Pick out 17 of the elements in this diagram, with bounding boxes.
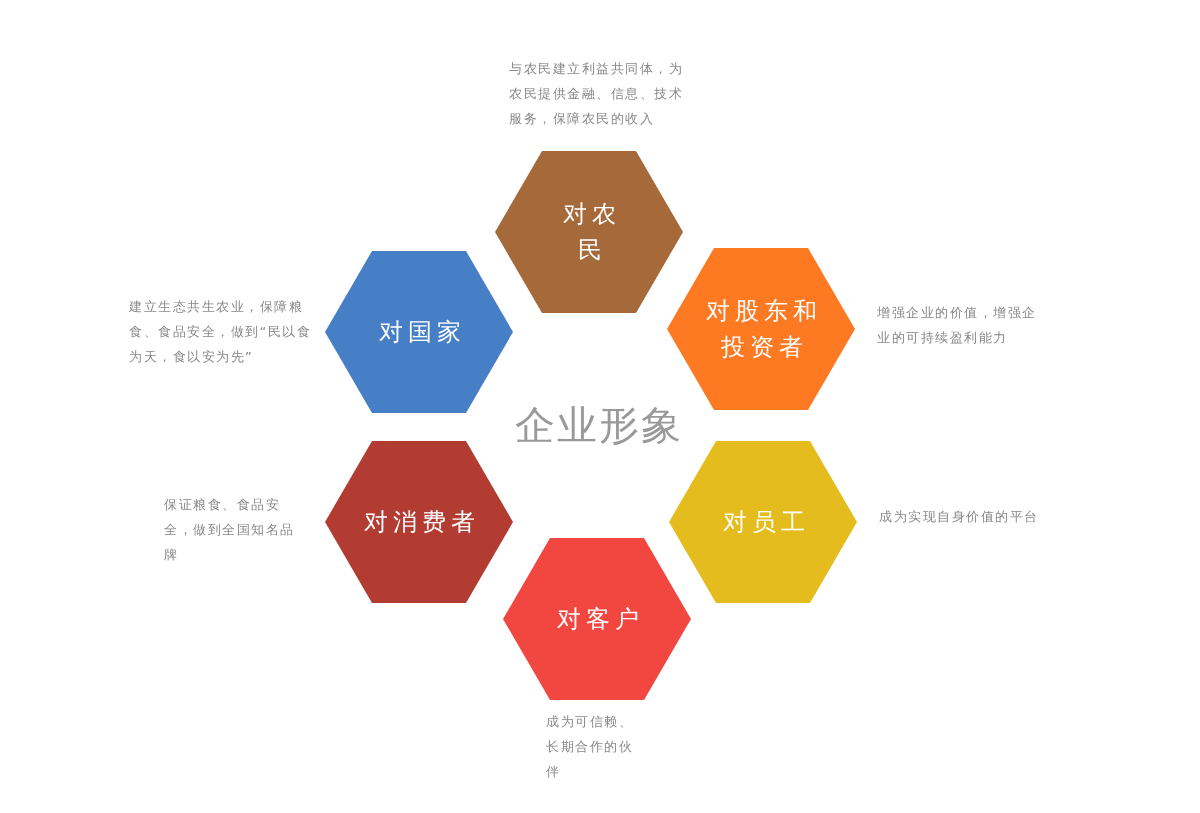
description-text: 建立生态共生农业，保障粮食、食品安全，做到“民以食为天，食以安为先” xyxy=(129,298,313,366)
description-text: 与农民建立利益共同体，为农民提供金融、信息、技术服务，保障农民的收入 xyxy=(509,60,684,128)
description-text: 保证粮食、食品安全，做到全国知名品牌 xyxy=(164,496,296,564)
hexagon-label: 对股东和投资者 xyxy=(705,296,823,363)
center-title: 企业形象 xyxy=(515,401,683,450)
hexagon xyxy=(503,538,691,700)
description-text: 成为可信赖、长期合作的伙伴 xyxy=(546,713,634,781)
hexagon-label: 对消费者 xyxy=(363,507,481,538)
hexagon-label: 对客户 xyxy=(555,604,645,635)
hexagon xyxy=(325,441,513,603)
hexagon-label: 对农民 xyxy=(562,199,622,266)
hexagon-label: 对员工 xyxy=(721,507,811,538)
hexagon xyxy=(325,251,513,413)
hexagon xyxy=(495,151,683,313)
hexagon-label: 对国家 xyxy=(377,317,467,348)
description-text: 增强企业的价值，增强企业的可持续盈利能力 xyxy=(877,304,1038,347)
description-text: 成为实现自身价值的平台 xyxy=(879,508,1040,526)
